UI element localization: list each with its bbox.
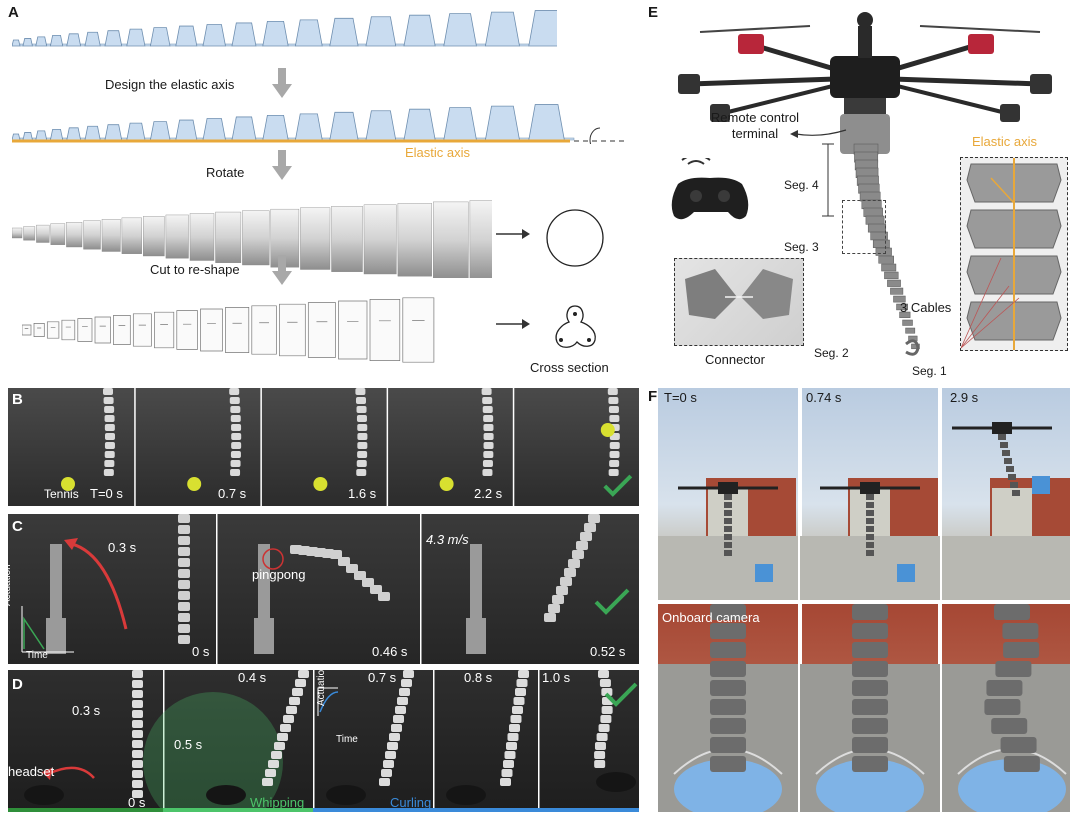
headset-label: headset <box>8 764 55 779</box>
panel-f-bottom-strip <box>658 604 1070 812</box>
d-time-03: 0.3 s <box>72 703 101 718</box>
connector-inset <box>674 258 804 346</box>
panel-e-label: E <box>648 4 659 21</box>
b-time-2: 1.6 s <box>348 486 377 501</box>
d-time-04: 0.4 s <box>238 670 267 685</box>
c-actuation-label: Actuation <box>2 564 13 606</box>
tri-cross-section-icon <box>547 302 603 352</box>
inset-elastic-axis-label: Elastic axis <box>972 134 1038 149</box>
step-cut-reshape: Cut to re-shape <box>150 262 240 277</box>
arrow-right-icon <box>496 228 530 240</box>
d-time-10: 1.0 s <box>542 670 571 685</box>
seg4-label: Seg. 4 <box>784 178 819 192</box>
tennis-label: Tennis <box>44 487 79 501</box>
arrow-down-icon <box>272 150 292 180</box>
whipping-label: Whipping <box>250 795 305 810</box>
panel-f-label: F <box>648 388 658 405</box>
c-time-2: 0.52 s <box>590 644 626 659</box>
speed-label: 4.3 m/s <box>426 532 469 547</box>
panel-f-top-strip <box>658 388 1070 600</box>
c-time-0: 0 s <box>192 644 210 659</box>
segment-strip-original <box>12 10 557 47</box>
seg1-label: Seg. 1 <box>912 364 947 378</box>
d-time-axis-label: Time <box>336 734 358 745</box>
seg2-label: Seg. 2 <box>814 346 849 360</box>
f-time-2: 2.9 s <box>950 390 979 405</box>
pingpong-label: pingpong <box>252 567 306 582</box>
panel-b-label: B <box>12 391 23 408</box>
arrow-curve-icon <box>790 126 850 146</box>
d-time-0: 0 s <box>128 795 146 810</box>
panel-c-photo-strip <box>8 514 639 664</box>
circle-section-icon <box>545 208 605 268</box>
f-time-1: 0.74 s <box>806 390 842 405</box>
panel-d-label: D <box>12 676 23 693</box>
rotated-cylinder <box>12 200 492 278</box>
panel-d-photo-strip <box>8 670 639 812</box>
reshaped-chain <box>22 297 435 363</box>
b-time-0: T=0 s <box>90 486 123 501</box>
connector-label: Connector <box>705 352 765 367</box>
panel-b-photo-strip <box>8 388 639 506</box>
d-actuation-label: Actuation <box>316 664 327 706</box>
d-time-08: 0.8 s <box>464 670 493 685</box>
onboard-camera-label: Onboard camera <box>662 610 760 625</box>
c-time-axis-label: Time <box>26 650 48 661</box>
f-time-0: T=0 s <box>664 390 697 405</box>
seg3-label: Seg. 3 <box>784 240 819 254</box>
cables-label: 3 Cables <box>900 300 952 315</box>
coiling-label: Curling <box>390 795 432 810</box>
tentacle-arm <box>853 143 920 356</box>
panel-c-label: C <box>12 518 23 535</box>
step-rotate: Rotate <box>206 165 245 180</box>
b-time-3: 2.2 s <box>474 486 503 501</box>
arrow-down-icon <box>272 68 292 98</box>
elastic-axis-label: Elastic axis <box>405 145 471 160</box>
segment-strip-elastic <box>12 104 627 144</box>
c-time-1: 0.46 s <box>372 644 408 659</box>
gamepad-icon <box>668 158 752 228</box>
zoom-box <box>842 200 886 254</box>
seg4-bracket-icon <box>818 140 838 220</box>
inset-elastic-axis <box>960 157 1068 351</box>
d-time-05: 0.5 s <box>174 737 203 752</box>
arrow-right-icon <box>496 318 530 330</box>
panel-a-label: A <box>8 4 19 21</box>
cross-section-label: Cross section <box>530 360 609 375</box>
step-design-elastic-axis: Design the elastic axis <box>105 77 235 92</box>
arrow-down-icon <box>272 255 292 285</box>
b-time-1: 0.7 s <box>218 486 247 501</box>
c-time-03: 0.3 s <box>108 540 137 555</box>
d-time-07: 0.7 s <box>368 670 397 685</box>
remote-terminal-label: Remote control terminal <box>710 110 800 141</box>
